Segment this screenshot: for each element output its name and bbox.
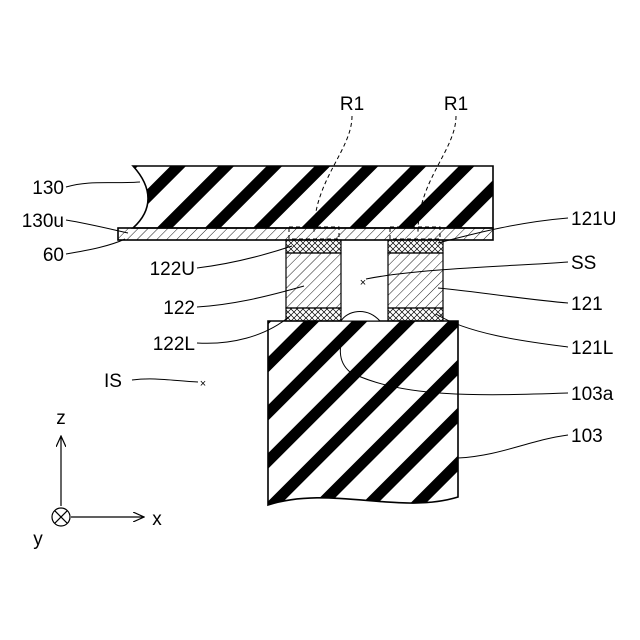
electrode-122L [286,308,341,321]
electrode-122U [286,240,341,253]
ss-point-mark: × [360,277,366,289]
label-r1-right: R1 [444,94,468,115]
axis-label-z: z [56,408,66,429]
label-103: 103 [571,426,603,447]
label-121L: 121L [571,338,613,359]
electrode-122-body [286,253,341,308]
recess-103a [341,312,380,321]
electrode-121U [388,240,443,253]
label-130: 130 [32,178,64,199]
label-121U: 121U [571,209,616,230]
axis-indicator: z x y [33,408,162,550]
label-122: 122 [163,298,195,319]
label-SS: SS [571,253,596,274]
y-axis-into-page-icon [52,508,70,526]
electrode-122 [286,240,341,321]
substrate-103 [268,321,458,505]
label-122U: 122U [150,259,195,280]
electrode-121 [388,240,443,321]
axis-label-y: y [33,529,43,550]
label-r1-left: R1 [340,94,364,115]
label-60: 60 [43,245,64,266]
layer-130 [133,166,493,228]
label-130u: 130u [22,211,64,232]
label-122L: 122L [153,334,195,355]
label-IS: IS [104,371,122,392]
axis-label-x: x [152,509,162,530]
electrode-121-body [388,253,443,308]
label-121: 121 [571,294,603,315]
is-point-mark: × [200,378,206,390]
layer-60 [118,228,493,240]
electrode-121L [388,308,443,321]
label-103a: 103a [571,384,614,405]
